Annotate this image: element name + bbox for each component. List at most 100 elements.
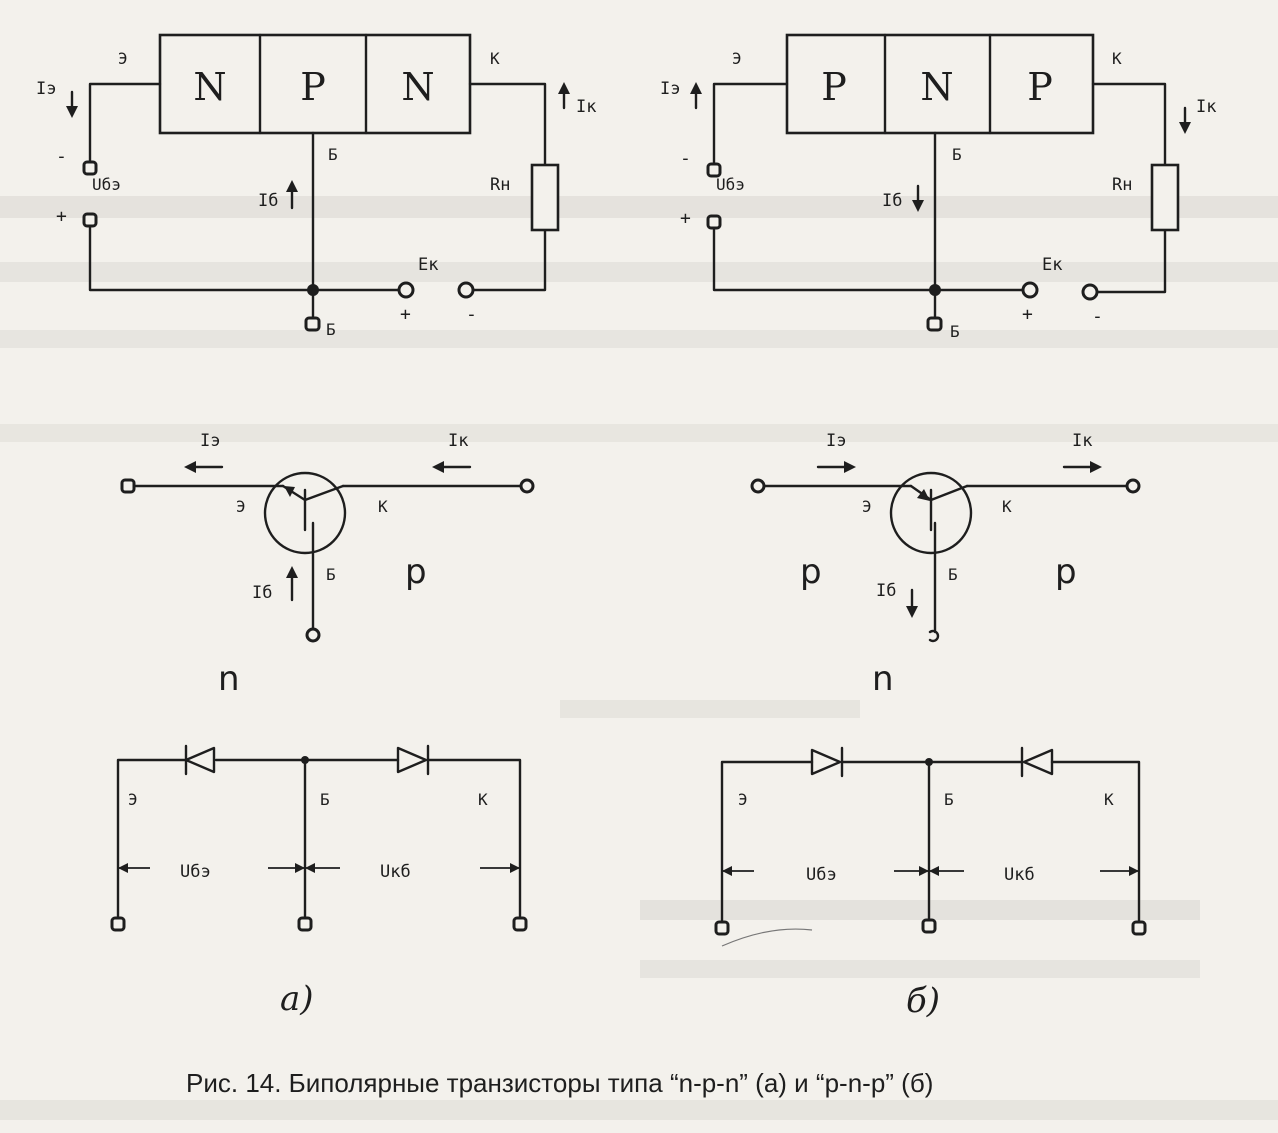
terminal-ek-plus (397, 281, 415, 299)
sublabel-b: б) (906, 981, 940, 1021)
label-ib: Iб (258, 191, 278, 211)
emitter-arrow-icon (284, 486, 295, 497)
semiconductor-block (785, 33, 1095, 135)
label-collector: К (1002, 497, 1012, 516)
label-ube: Uбэ (806, 865, 837, 885)
sign-plus-ube: + (680, 208, 691, 229)
label-ie: Iэ (660, 79, 680, 99)
label-base: Б (320, 790, 330, 809)
segment-collector: P (1027, 65, 1053, 109)
pnp-circuit-wires (712, 82, 1167, 320)
label-ik: Iк (1196, 97, 1216, 117)
label-collector: К (490, 49, 500, 68)
arrow-left-icon (184, 461, 196, 473)
label-collector: К (378, 497, 388, 516)
arrow-down-icon (906, 606, 918, 618)
arrow-left-icon (929, 866, 939, 876)
label-base: Б (944, 790, 954, 809)
label-emitter: Э (118, 49, 128, 68)
label-base: Б (948, 565, 958, 584)
region-right: p (1055, 552, 1077, 592)
sign-minus-ube: - (56, 146, 67, 167)
bleed-through (0, 196, 1278, 1120)
pnp-structure: P N P (785, 33, 1095, 135)
terminal-emitter (120, 478, 136, 494)
emitter-arrow-icon (917, 489, 930, 501)
junction-dot (925, 758, 933, 766)
junction-dot (307, 284, 319, 296)
arrow-down-icon (1179, 122, 1191, 134)
label-collector: К (478, 790, 488, 809)
arrow-right-icon (919, 866, 929, 876)
arrow-left-icon (118, 863, 128, 873)
arrow-up-icon (286, 180, 298, 192)
region-left: p (800, 552, 822, 592)
npn-symbol-arrows (184, 461, 472, 602)
pnp-symbol-arrows (816, 461, 1102, 618)
terminal-base (297, 916, 313, 932)
segment-emitter: N (193, 65, 226, 109)
sign-plus-ube: + (56, 206, 67, 227)
terminal-ek-minus (1081, 283, 1099, 301)
terminal-base (304, 316, 321, 332)
arrow-left-icon (305, 863, 315, 873)
pencil-mark (721, 928, 813, 947)
junction-dot (929, 284, 941, 296)
diode-icon (1022, 748, 1054, 776)
terminal-emitter (714, 920, 730, 936)
load-resistor (1150, 163, 1180, 232)
arrow-down-icon (912, 200, 924, 212)
terminal-ube-plus (706, 214, 722, 230)
npn-circuit-wires (88, 82, 547, 326)
region-right: p (405, 552, 427, 592)
label-emitter: Э (732, 49, 742, 68)
npn-transistor-symbol (120, 471, 535, 643)
label-ube: Uбэ (716, 175, 745, 194)
label-ukb: Uкб (380, 862, 411, 882)
label-base-terminal: Б (326, 320, 336, 339)
npn-structure: N P N (158, 33, 472, 135)
label-rn: Rн (1112, 175, 1132, 195)
label-collector: К (1112, 49, 1122, 68)
label-ib: Iб (882, 191, 902, 211)
segment-emitter: P (821, 65, 847, 109)
arrow-down-icon (66, 106, 78, 118)
junction-dot (301, 756, 309, 764)
label-ib: Iб (876, 581, 896, 601)
terminal-base (305, 627, 321, 643)
diode-icon (184, 746, 216, 774)
region-base: n (218, 659, 240, 699)
transistor-circle (263, 471, 347, 555)
terminal-ube-minus (82, 160, 98, 176)
arrow-right-icon (1129, 866, 1139, 876)
segment-base: N (920, 65, 953, 109)
terminal-collector (1131, 920, 1147, 936)
terminal-collector (512, 916, 528, 932)
arrow-up-icon (286, 566, 298, 578)
label-base: Б (328, 145, 338, 164)
label-base: Б (326, 565, 336, 584)
arrow-left-icon (722, 866, 732, 876)
sign-plus-ek: + (1022, 304, 1033, 325)
arrow-up-icon (558, 82, 570, 94)
transistor-circle (889, 471, 973, 555)
panel-a: N P N Э К Б Iэ (36, 33, 596, 1019)
label-emitter: Э (738, 790, 748, 809)
terminal-collector (1125, 478, 1141, 494)
label-base-terminal: Б (950, 322, 960, 341)
pnp-transistor-symbol (750, 471, 1141, 643)
diode-icon (396, 746, 428, 774)
sign-plus-ek: + (400, 304, 411, 325)
region-base: n (872, 659, 894, 699)
diode-icon (810, 748, 842, 776)
terminal-collector (519, 478, 535, 494)
panel-b: P N P Э К Б Iэ Iк Iб (660, 33, 1216, 1021)
pnp-diode-model (714, 746, 1147, 936)
label-base: Б (952, 145, 962, 164)
label-ube: Uбэ (180, 862, 211, 882)
terminal-ek-plus (1021, 281, 1039, 299)
npn-diode-model (110, 744, 528, 932)
sign-minus-ek: - (466, 304, 477, 325)
label-ek: Eк (418, 255, 438, 275)
